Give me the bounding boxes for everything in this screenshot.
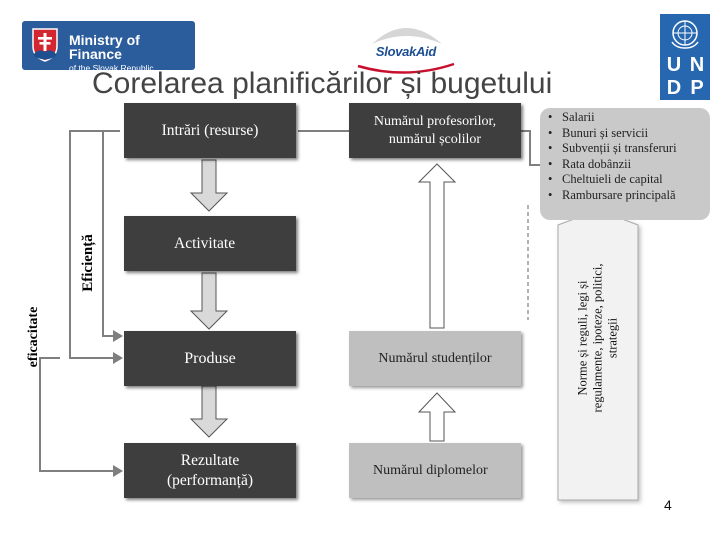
list-item: Rambursare principală — [548, 188, 710, 204]
studenti-label: Numărul studenților — [378, 350, 492, 366]
eficienta-bracket — [102, 130, 120, 337]
norme-line2: regulamente, ipoteze, politici, — [590, 263, 605, 413]
list-item: Bunuri și servicii — [548, 126, 710, 142]
slovakaid-logo: SlovakAid — [350, 14, 462, 76]
list-item: Cheltuieli de capital — [548, 172, 710, 188]
norme-line1: Norme și reguli, legi și — [575, 280, 590, 396]
eficacitate-bracket-lower — [39, 357, 113, 472]
undp-logo: U N D P — [660, 14, 710, 100]
profesori-label-line2: numărul școlilor — [388, 131, 482, 147]
intrari-label: Intrări (resurse) — [161, 121, 259, 139]
produse-box: Produse — [124, 331, 296, 386]
eficienta-label: Eficiență — [80, 234, 96, 292]
undp-letter-p: P — [690, 77, 704, 99]
undp-letter-d: D — [666, 77, 682, 99]
arrow-up-diplome-studenti — [417, 392, 457, 442]
mof-subtitle: of the Slovak Republic — [69, 63, 154, 73]
mof-title: Ministry of Finance — [69, 32, 140, 62]
page-number: 4 — [664, 497, 672, 513]
activitate-box: Activitate — [124, 216, 296, 271]
list-item: Subvenții și transferuri — [548, 141, 710, 157]
eficacitate-bracket-arrowhead-bottom — [113, 465, 123, 477]
produse-label: Produse — [184, 349, 236, 367]
list-item: Salarii — [548, 110, 710, 126]
eficacitate-label: eficacitate — [26, 306, 41, 368]
ministry-of-finance-logo: Ministry of Finance of the Slovak Republ… — [22, 21, 195, 73]
slovak-crest-icon — [32, 28, 58, 62]
eficacitate-bracket — [69, 130, 120, 359]
undp-letter-u: U — [666, 54, 682, 76]
norme-text: Norme și reguli, legi și regulamente, ip… — [576, 228, 621, 448]
rezultate-box: Rezultate (performanță) — [124, 443, 296, 498]
intrari-box: Intrări (resurse) — [124, 103, 296, 158]
arrow-down-activitate-produse — [189, 272, 229, 330]
arrow-down-intrari-activitate — [189, 159, 229, 212]
diplome-label: Numărul diplomelor — [373, 462, 488, 478]
diplome-box: Numărul diplomelor — [349, 443, 521, 498]
cost-items-list: Salarii Bunuri și servicii Subvenții și … — [540, 108, 710, 220]
activitate-label: Activitate — [174, 234, 236, 252]
connector-profesori-bullets — [521, 130, 540, 166]
slovakaid-emblem-icon — [357, 28, 455, 74]
arrow-up-studenti-profesori — [417, 163, 457, 329]
studenti-box: Numărul studenților — [349, 331, 521, 386]
list-item: Rata dobânzii — [548, 157, 710, 173]
slovakaid-label: SlovakAid — [375, 44, 437, 59]
eficacitate-bracket-arrowhead-top — [113, 352, 123, 364]
norme-line3: strategii — [605, 317, 620, 359]
profesori-box: Numărul profesorilor, numărul școlilor — [349, 103, 521, 158]
eficienta-bracket-arrowhead — [113, 330, 123, 342]
arrow-down-produse-rezultate — [189, 385, 229, 438]
slide-title: Corelarea planificărilor și bugetului — [92, 67, 553, 100]
rezultate-label-line2: (performanță) — [166, 471, 254, 489]
rezultate-label-line1: Rezultate — [180, 451, 240, 469]
undp-letter-n: N — [689, 54, 705, 76]
un-globe-icon — [671, 20, 699, 49]
profesori-label-line1: Numărul profesorilor, — [373, 113, 497, 129]
